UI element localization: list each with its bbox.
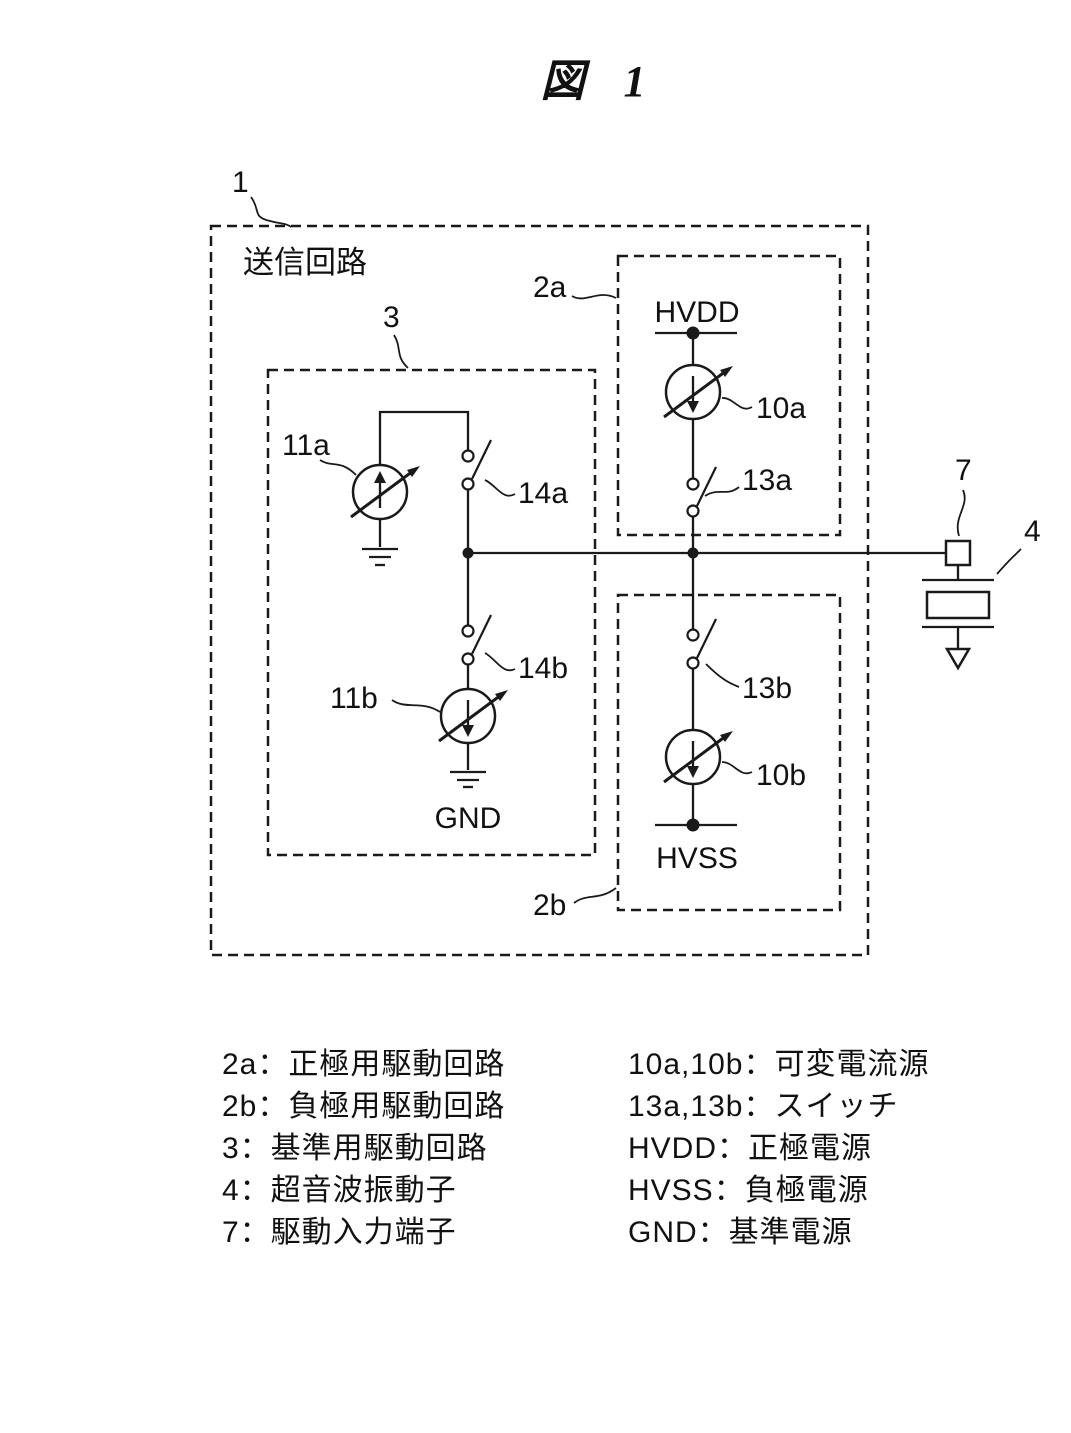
variable-arrowhead-icon [495,690,508,701]
reference-drive-circuit-box [266,368,597,857]
current-source-10a [663,333,733,478]
legend-item-2a: 2a：正極用駆動回路 [222,1048,506,1081]
ref-14a: 14a [518,477,568,510]
switch-blade [471,614,492,655]
legend-item-10a-10b: 10a,10b：可変電流源 [628,1048,930,1081]
gnd-label: GND [435,802,502,835]
leader-line [705,663,740,688]
ground-symbol-11b [450,770,486,789]
switch-contact [686,477,700,491]
hvss-rail: HVSS [655,818,738,875]
switch-13b [686,618,717,730]
legend-item-hvdd: HVDD：正極電源 [628,1132,873,1165]
leader-line [484,652,516,672]
hvss-node-dot [686,818,700,832]
legend-item-hvss: HVSS：負極電源 [628,1174,869,1207]
leader-line [996,548,1022,575]
current-arrowhead-icon [374,471,386,483]
current-source-11a [350,410,470,547]
ref-7: 7 [955,454,972,487]
ultrasonic-transducer [922,565,994,671]
legend-item-13a-13b: 13a,13b：スイッチ [628,1090,899,1123]
switch-contact [461,449,475,463]
variable-arrow-line [350,469,414,519]
ground-arrow-icon [944,647,972,671]
legend-item-4: 4：超音波振動子 [222,1174,457,1207]
variable-arrow-line [438,693,502,743]
ref-14b: 14b [518,652,568,685]
legend-left-column: 2a：正極用駆動回路 2b：負極用駆動回路 3：基準用駆動回路 4：超音波振動子… [222,1044,505,1254]
leader-line [391,699,441,713]
ref-10a: 10a [756,392,806,425]
switch-contact [686,628,700,642]
current-source-11b [438,687,508,770]
switch-blade [696,618,717,659]
switch-contact [461,652,475,666]
ground-symbol-11a [362,547,398,567]
ref-3: 3 [383,301,400,334]
leader-line [704,486,740,497]
transmission-circuit-box [209,224,870,957]
leader-line [573,887,617,904]
positive-drive-circuit-box [616,254,842,537]
legend-item-7: 7：駆動入力端子 [222,1216,457,1249]
negative-drive-circuit-box [616,593,842,912]
current-arrowhead-icon [687,766,699,778]
hvss-label: HVSS [656,842,738,875]
variable-arrowhead-icon [407,466,420,477]
ref-2b: 2b [533,889,566,922]
reference-labels: 1 2a 3 2b 10a 13a 14a 14b 13b 11a 11b 10… [232,166,1041,922]
legend-right-column: 10a,10b：可変電流源 13a,13b：スイッチ HVDD：正極電源 HVS… [628,1044,929,1254]
transmission-circuit-label: 送信回路 [243,245,367,280]
leader-line [393,334,409,369]
current-source-10b [663,728,733,825]
switch-14b [461,614,492,689]
legend-item-2b: 2b：負極用駆動回路 [222,1090,506,1123]
switch-contact [686,504,700,518]
variable-arrowhead-icon [720,731,733,742]
ref-2a: 2a [533,271,567,304]
leader-line [319,459,357,476]
ref-11b: 11b [330,682,378,715]
leader-line [484,479,516,497]
current-arrowhead-icon [462,725,474,737]
switch-contact [686,656,700,670]
drive-input-terminal [944,539,972,567]
figure-title: 図 1 [541,57,660,106]
hvdd-rail: HVDD [654,296,740,340]
legend-item-gnd: GND：基準電源 [628,1216,853,1249]
ref-11a: 11a [282,429,330,462]
variable-arrow-line [663,369,727,419]
wire [378,410,470,465]
legend-item-3: 3：基準用駆動回路 [222,1132,488,1165]
ref-10b: 10b [756,759,806,792]
leader-line [721,397,753,410]
switch-13a [686,466,717,553]
current-arrowhead-icon [687,401,699,413]
leader-line [956,489,966,537]
leader-line [721,761,753,775]
variable-arrow-line [663,734,727,784]
switch-contact [461,624,475,638]
switch-blade [696,466,717,507]
switch-blade [471,439,492,480]
transducer-element [925,590,991,620]
ref-13a: 13a [742,464,792,497]
hvdd-label: HVDD [654,296,739,329]
switch-14a [461,439,492,553]
ref-13b: 13b [742,672,792,705]
leader-line [571,294,617,300]
ref-4: 4 [1024,515,1041,548]
switch-contact [461,477,475,491]
variable-arrowhead-icon [720,366,733,377]
leader-line [250,196,292,228]
ref-1: 1 [232,166,249,199]
